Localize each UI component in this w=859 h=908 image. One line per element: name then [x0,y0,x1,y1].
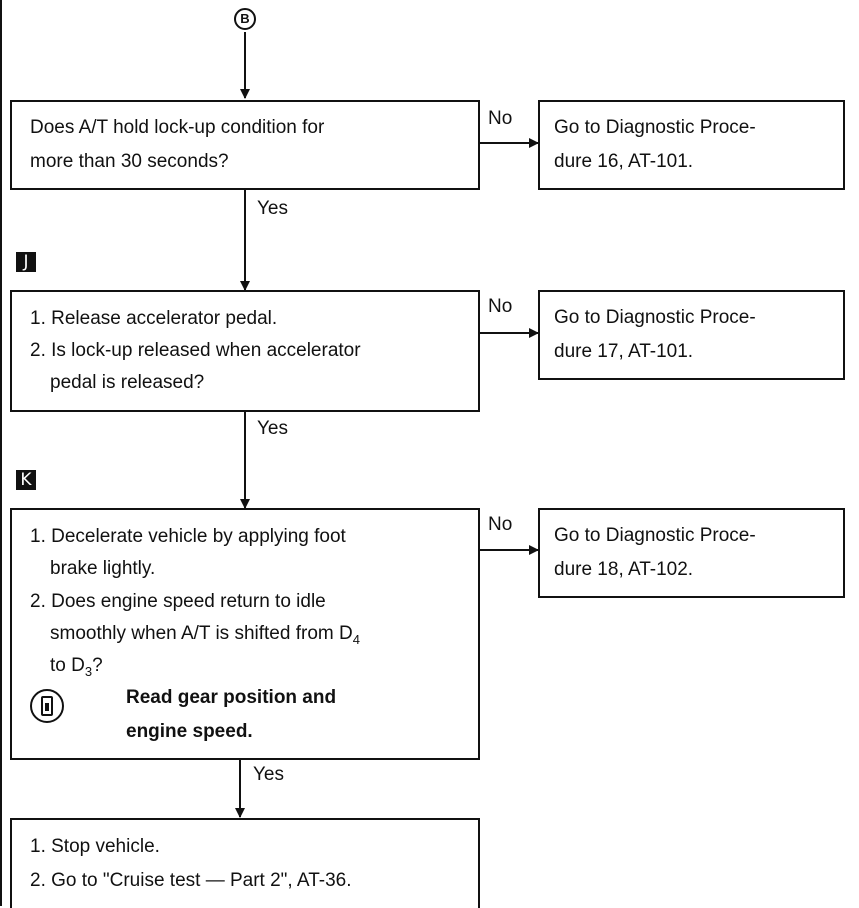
step2-no-line1: Go to Diagnostic Proce- [554,307,756,328]
step3-line4-text: smoothly when A/T is shifted from D [50,623,353,644]
step3-line4: smoothly when A/T is shifted from D4 [50,617,360,657]
final-line2: 2. Go to "Cruise test — Part 2", AT-36. [30,870,352,891]
step2-no-line2: dure 17, AT-101. [554,341,694,362]
connector-b-label: B [240,11,250,26]
step2-no-box: Go to Diagnostic Proce- dure 17, AT-101. [538,290,845,380]
step1-line2: more than 30 seconds? [30,151,229,172]
final-action-box: 1. Stop vehicle. 2. Go to "Cruise test —… [10,818,480,908]
step-tag-k: K [16,470,36,490]
step-tag-j: J [16,252,36,272]
step3-no-box: Go to Diagnostic Proce- dure 18, AT-102. [538,508,845,598]
step1-no-label: No [488,108,513,129]
step3-line1: 1. Decelerate vehicle by applying foot [30,526,346,547]
step1-no-line2: dure 16, AT-101. [554,151,694,172]
step1-no-box: Go to Diagnostic Proce- dure 16, AT-101. [538,100,845,190]
step3-line3: 2. Does engine speed return to idle [30,591,326,612]
consult-device-icon [30,689,64,723]
step3-line5-text: to D [50,655,85,676]
subscript-d3: 3 [84,663,93,679]
consult-note-line2: engine speed. [126,721,253,742]
consult-note-line1: Read gear position and [126,687,337,708]
step3-line2: brake lightly. [50,558,156,579]
step3-question-box: 1. Decelerate vehicle by applying foot b… [10,508,480,760]
step2-line2: 2. Is lock-up released when accelerator [30,340,361,361]
step1-yes-label: Yes [257,198,288,219]
step3-no-label: No [488,514,513,535]
step3-yes-label: Yes [253,764,284,785]
step3-no-line2: dure 18, AT-102. [554,559,694,580]
final-line1: 1. Stop vehicle. [30,836,160,857]
connector-b-icon: B [234,8,256,30]
step1-no-line1: Go to Diagnostic Proce- [554,117,756,138]
subscript-d4: 4 [352,631,360,647]
step2-line3: pedal is released? [50,372,205,393]
step2-question-box: 1. Release accelerator pedal. 2. Is lock… [10,290,480,412]
step3-no-line1: Go to Diagnostic Proce- [554,525,756,546]
step1-question-box: Does A/T hold lock-up condition for more… [10,100,480,190]
step3-line5: to D3? [50,649,103,689]
step1-line1: Does A/T hold lock-up condition for [30,117,325,138]
step2-no-label: No [488,296,513,317]
step2-line1: 1. Release accelerator pedal. [30,308,278,329]
step2-yes-label: Yes [257,418,288,439]
page-margin-rule [0,0,2,906]
step3-line5-end: ? [92,655,103,676]
